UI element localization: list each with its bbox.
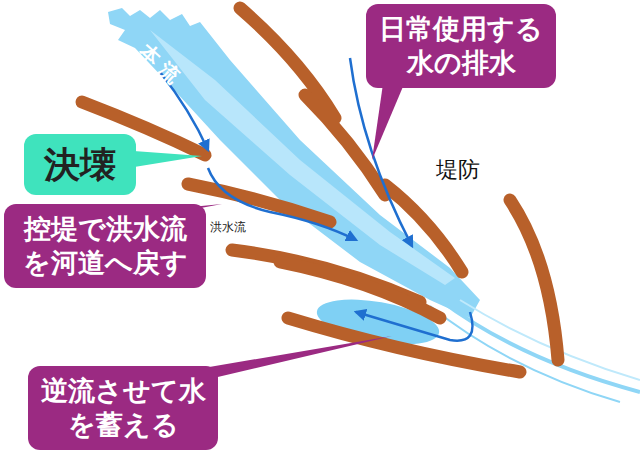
dike-label: 堤防 <box>436 158 480 182</box>
callout-text: 決壊 <box>34 142 126 187</box>
callout-text: 控堤で洪水流を河道へ戻す <box>14 212 196 280</box>
outflow-stream <box>430 306 620 402</box>
dike <box>240 8 335 118</box>
flow-arrows <box>160 58 473 341</box>
backflow-arrow <box>356 312 473 341</box>
dike <box>510 200 558 360</box>
flow-label: 洪水流 <box>210 221 246 234</box>
callout-box: 日常使用する水の排水 <box>366 4 556 88</box>
callout-box: 控堤で洪水流を河道へ戻す <box>4 204 206 288</box>
callout-text: 逆流させて水を蓄える <box>38 374 208 442</box>
dike-group <box>82 8 558 372</box>
callout-text: 日常使用する水の排水 <box>376 12 546 80</box>
callout-box: 逆流させて水を蓄える <box>28 366 218 450</box>
dike <box>305 95 385 195</box>
spacer <box>290 158 360 175</box>
dike <box>188 184 330 222</box>
flood-flow-arrow <box>208 168 356 240</box>
callout-box: 決壊 <box>24 134 136 195</box>
dike <box>280 262 440 318</box>
dike <box>385 185 462 272</box>
